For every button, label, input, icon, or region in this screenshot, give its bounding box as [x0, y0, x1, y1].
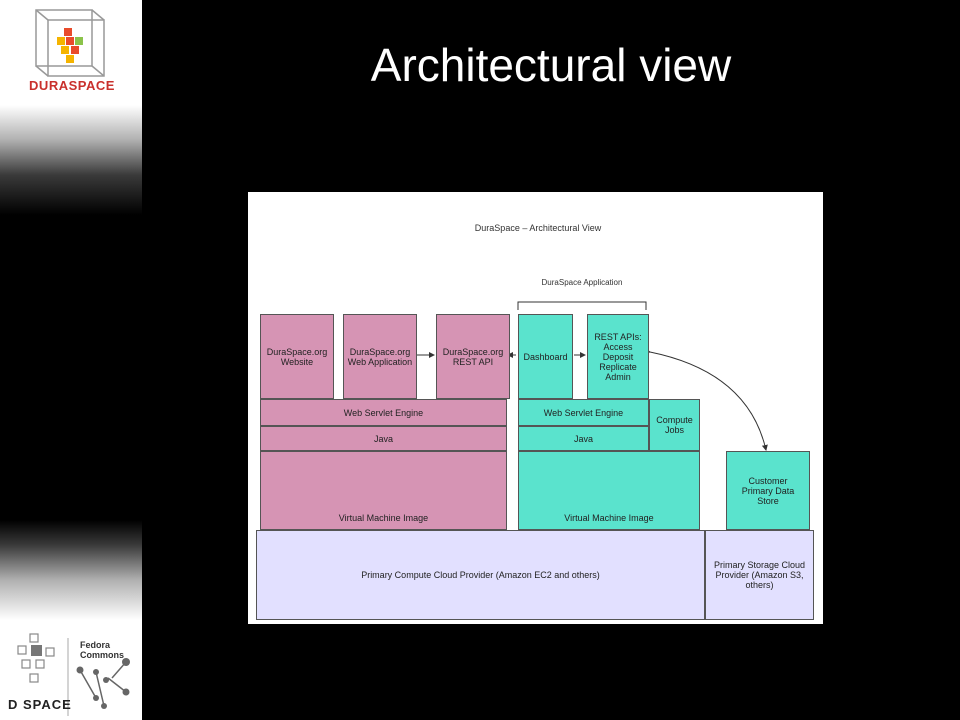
fedora-commons-wordmark: Fedora Commons [80, 640, 125, 660]
servlet-left-box: Web Servlet Engine [260, 399, 507, 426]
servlet-right-box: Web Servlet Engine [518, 399, 649, 426]
dspace-wordmark: D SPACE [8, 697, 72, 712]
sidebar: DURASPACE Fedora Commons D SPACE [0, 0, 142, 720]
rest-apis-box: REST APIs: Access Deposit Replicate Admi… [587, 314, 649, 399]
diagram-title: DuraSpace – Architectural View [474, 223, 602, 233]
vm-left-label: Virtual Machine Image [338, 513, 429, 523]
customer-store-box: Customer Primary Data Store [726, 451, 810, 530]
dashboard-box: Dashboard [518, 314, 573, 399]
java-right-box: Java [518, 426, 649, 451]
dspace-fedora-logo-icon [17, 633, 130, 716]
architecture-diagram: DuraSpace – Architectural View DuraSpace… [248, 192, 823, 624]
slide-title: Architectural view [370, 39, 732, 91]
vm-right-label: Virtual Machine Image [564, 513, 654, 523]
compute-provider-box: Primary Compute Cloud Provider (Amazon E… [256, 530, 705, 620]
app-group-bracket [517, 301, 647, 310]
rest-api-box: DuraSpace.org REST API [436, 314, 510, 399]
vm-left-box: Virtual Machine Image [260, 451, 507, 530]
storage-provider-box: Primary Storage Cloud Provider (Amazon S… [705, 530, 814, 620]
java-left-box: Java [260, 426, 507, 451]
website-box: DuraSpace.org Website [260, 314, 334, 399]
duraspace-logo-icon [35, 9, 105, 77]
app-group-label: DuraSpace Application [541, 278, 623, 287]
web-application-box: DuraSpace.org Web Application [343, 314, 417, 399]
duraspace-wordmark: DURASPACE [29, 78, 115, 93]
diagram-connectors [412, 301, 768, 451]
vm-right-box: Virtual Machine Image [518, 451, 700, 530]
arrow-restapis-to-customer-store [644, 348, 768, 451]
compute-jobs-box: Compute Jobs [649, 399, 700, 451]
